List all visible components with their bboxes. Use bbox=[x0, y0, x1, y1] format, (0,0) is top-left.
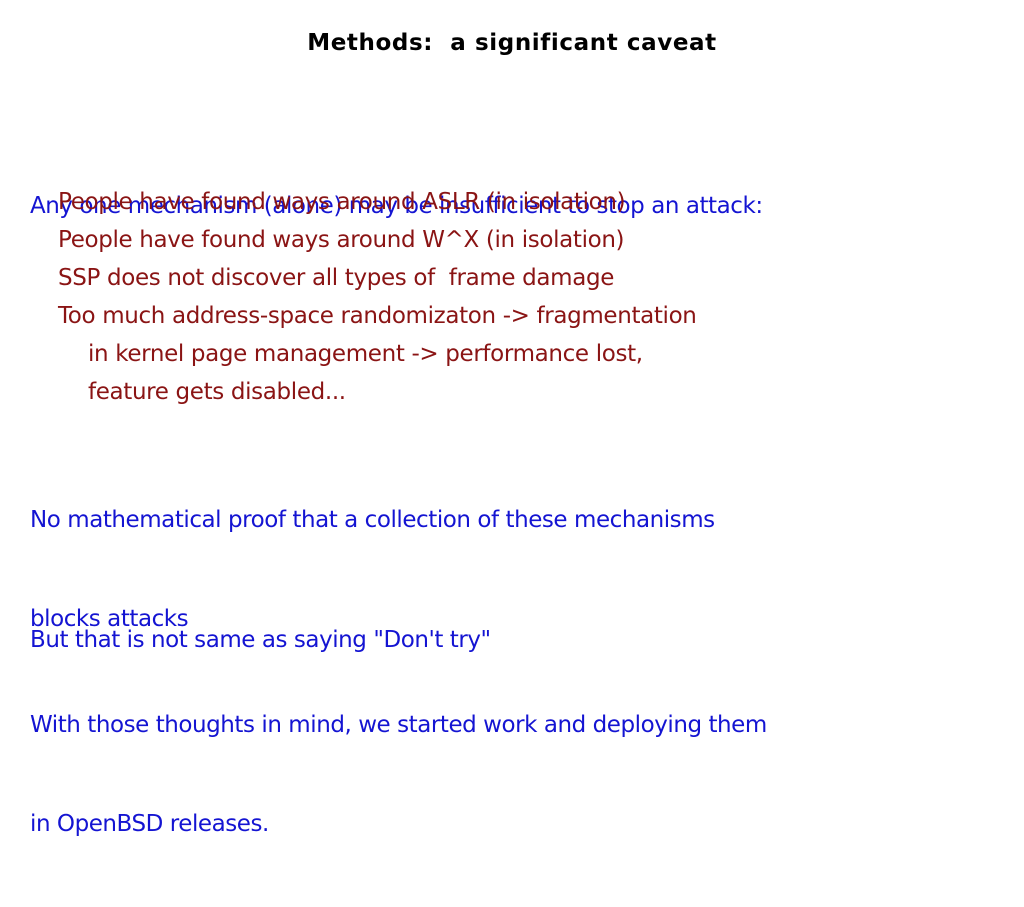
closing-line-1: With those thoughts in mind, we started … bbox=[30, 712, 767, 738]
proof-line-1: No mathematical proof that a collection … bbox=[30, 507, 715, 533]
slide-body: Any one mechanism (alone) may be insuffi… bbox=[30, 124, 990, 837]
closing-paragraph: With those thoughts in mind, we started … bbox=[30, 643, 990, 907]
but-line-1: But that is not same as saying "Don't tr… bbox=[30, 627, 491, 653]
list-item: feature gets disabled... bbox=[88, 379, 346, 405]
list-item: People have found ways around W^X (in is… bbox=[58, 227, 625, 253]
proof-paragraph: No mathematical proof that a collection … bbox=[30, 438, 990, 702]
intro-line-1: Any one mechanism (alone) may be insuffi… bbox=[30, 193, 763, 219]
proof-line-2: blocks attacks bbox=[30, 606, 189, 632]
page-title: Methods: a significant caveat bbox=[307, 30, 717, 56]
but-paragraph: But that is not same as saying "Don't tr… bbox=[30, 558, 990, 723]
list-item: Too much address-space randomizaton -> f… bbox=[58, 303, 697, 329]
closing-line-2: in OpenBSD releases. bbox=[30, 811, 269, 837]
presentation-slide: Methods: a significant caveat Any one me… bbox=[30, 30, 990, 837]
caveat-list: People have found ways around ASLR (in i… bbox=[58, 183, 958, 411]
intro-paragraph: Any one mechanism (alone) may be insuffi… bbox=[30, 124, 990, 289]
list-item: SSP does not discover all types of frame… bbox=[58, 265, 614, 291]
list-item: People have found ways around ASLR (in i… bbox=[58, 189, 626, 215]
list-item: in kernel page management -> performance… bbox=[88, 341, 643, 367]
